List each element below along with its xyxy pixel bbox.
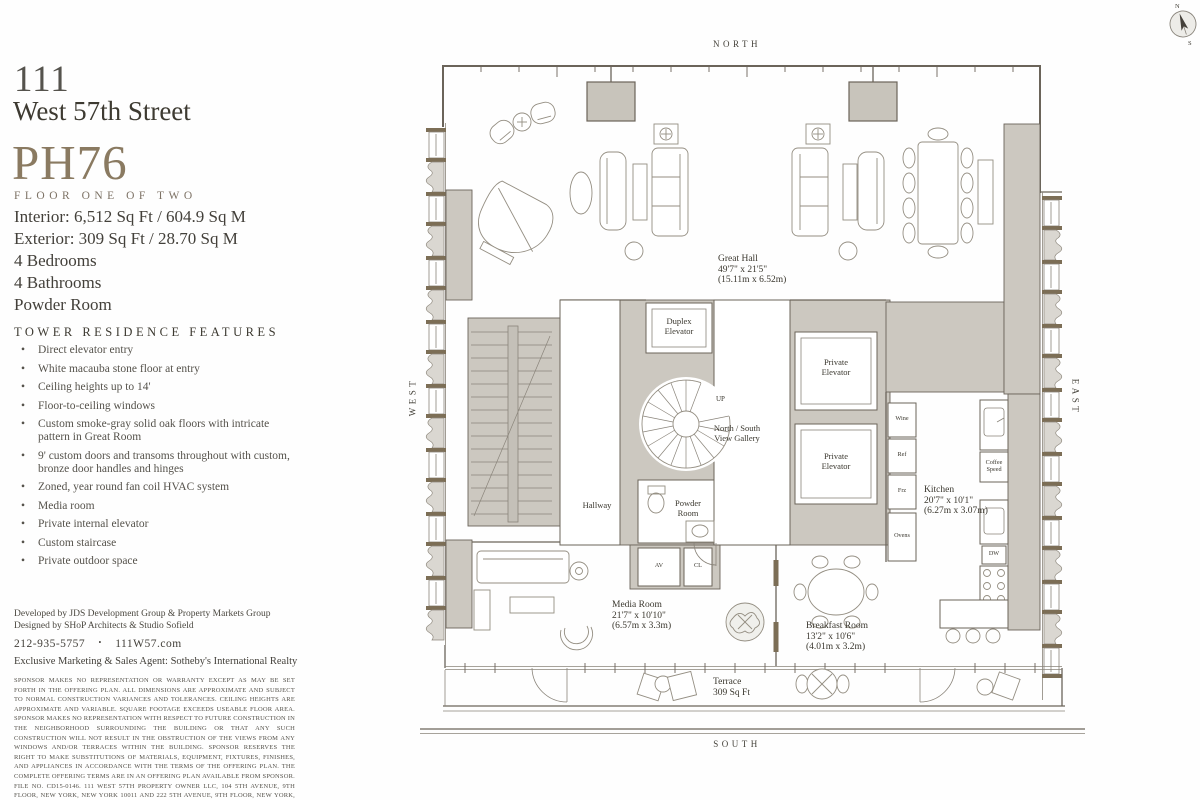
feature-item: Ceiling heights up to 14' (14, 381, 314, 394)
compass-rose (1169, 10, 1197, 38)
powder-room (637, 479, 715, 544)
disclaimer: SPONSOR MAKES NO REPRESENTATION OR WARRA… (14, 677, 295, 800)
kitchen-island (939, 599, 1009, 629)
floor-note: FLOOR ONE OF TWO (14, 190, 197, 202)
column (586, 81, 636, 122)
building-number: 111 (14, 59, 70, 100)
private-elevator-2-label: Private Elevator (821, 451, 851, 471)
cl-label: CL (694, 562, 702, 569)
feature-item: Zoned, year round fan coil HVAC system (14, 481, 314, 494)
contact-line: 212-935-5757 • 111W57.com (14, 638, 182, 650)
duplex-elevator-label: Duplex Elevator (664, 316, 694, 336)
great-hall-furniture (478, 66, 994, 266)
agent-line: Exclusive Marketing & Sales Agent: Sothe… (14, 656, 298, 667)
spiral-staircase (641, 379, 731, 469)
unit-name: PH76 (12, 135, 128, 190)
feature-item: 9' custom doors and transoms throughout … (14, 450, 308, 476)
compass-north-label: NORTH (713, 39, 761, 49)
private-elevator-2-room (794, 423, 878, 505)
terrace-parapet (420, 670, 1085, 734)
grand-piano (478, 180, 554, 266)
private-elevator-1-label: Private Elevator (821, 357, 851, 377)
feature-item: Custom staircase (14, 537, 314, 550)
feature-item: Floor-to-ceiling windows (14, 400, 314, 413)
spiral-stair-well (639, 377, 733, 471)
dining-table (902, 127, 994, 259)
features-title: TOWER RESIDENCE FEATURES (14, 325, 280, 339)
spec-powder: Powder Room (14, 295, 112, 314)
av-label: AV (654, 562, 664, 569)
compass-south-label: SOUTH (713, 739, 761, 749)
terrace-label: Terrace 309 Sq Ft (713, 677, 750, 698)
east-facade (1039, 65, 1063, 706)
feature-item: White macauba stone floor at entry (14, 363, 314, 376)
credit-designer: Designed by SHoP Architects & Studio Sof… (14, 621, 194, 631)
media-room-furniture (473, 550, 593, 651)
kitchen-label: Kitchen 20'7" x 10'1" (6.27m x 3.07m) (924, 485, 988, 516)
frz-label: Frz (897, 487, 907, 494)
gallery-label: North / South View Gallery (713, 423, 761, 443)
up-label: UP (716, 395, 725, 403)
north-facade (442, 65, 1041, 77)
west-facade (425, 65, 446, 668)
duplex-elevator-room (645, 302, 713, 354)
compass-n: N (1175, 3, 1180, 10)
feature-item: Private outdoor space (14, 555, 314, 568)
plant (725, 602, 765, 642)
compass-east-label: EAST (1070, 378, 1081, 416)
spec-exterior: Exterior: 309 Sq Ft / 28.70 Sq M (14, 229, 238, 248)
kitchen-fixtures (887, 399, 1009, 644)
hallway-room (559, 299, 621, 546)
spec-interior: Interior: 6,512 Sq Ft / 604.9 Sq M (14, 207, 246, 226)
main-staircase (471, 325, 552, 523)
breakfast-furniture (793, 555, 879, 629)
core-rooms (559, 299, 878, 587)
ref-label: Ref (897, 451, 907, 458)
feature-item: Media room (14, 500, 314, 513)
terrace-furniture (636, 668, 1021, 702)
building-street: West 57th Street (13, 96, 191, 126)
breakfast-room-label: Breakfast Room 13'2" x 10'6" (4.01m x 3.… (806, 621, 869, 652)
cl-closet (683, 547, 713, 587)
hallway-label: Hallway (582, 500, 612, 510)
coffee-speed-label: Coffee Speed (985, 459, 1003, 473)
private-elevator-1-room (794, 331, 878, 411)
wine-label: Wine (895, 415, 909, 422)
features-list: Direct elevator entry White macauba ston… (14, 344, 314, 574)
column (848, 81, 898, 122)
feature-item: Private internal elevator (14, 518, 314, 531)
contact-website: 111W57.com (115, 638, 182, 650)
credit-developer: Developed by JDS Development Group & Pro… (14, 609, 271, 619)
dw-label: DW (988, 550, 1000, 557)
contact-phone: 212-935-5757 (14, 638, 86, 650)
spec-bathrooms: 4 Bathrooms (14, 273, 102, 292)
feature-item: Custom smoke-gray solid oak floors with … (14, 418, 288, 444)
compass-s: S (1188, 40, 1192, 47)
feature-item: Direct elevator entry (14, 344, 314, 357)
great-hall-label: Great Hall 49'7" x 21'5" (15.11m x 6.52m… (718, 254, 787, 285)
ovens-label: Ovens (894, 532, 910, 539)
south-window-wall (445, 663, 1062, 703)
compass-west-label: WEST (407, 377, 418, 417)
contact-separator: • (98, 638, 102, 647)
spec-bedrooms: 4 Bedrooms (14, 251, 97, 270)
powder-room-label: Powder Room (675, 498, 701, 518)
av-closet (637, 547, 681, 587)
media-room-label: Media Room 21'7" x 10'10" (6.57m x 3.3m) (612, 600, 672, 631)
